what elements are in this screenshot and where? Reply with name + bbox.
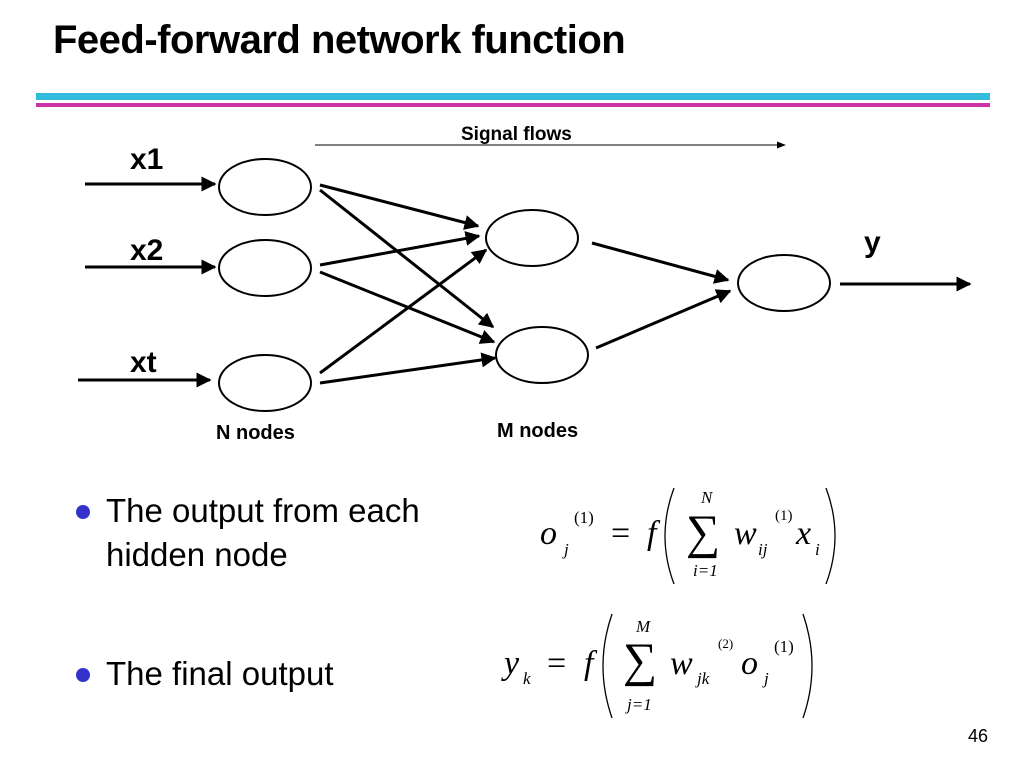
eq-equals: = <box>611 515 631 552</box>
output-label-y: y <box>864 226 881 259</box>
eq-hidden-var: o <box>741 645 758 682</box>
title-underline-pink <box>36 103 990 107</box>
input-label-x2: x2 <box>130 234 164 267</box>
edge-inputt-hidden2 <box>319 352 497 385</box>
eq-lhs-var: o <box>540 515 557 552</box>
signal-flows-label: Signal flows <box>461 124 572 145</box>
bullet-hidden-output: The output from each hidden node <box>76 489 496 577</box>
n-nodes-label: N nodes <box>216 422 295 444</box>
eq-hidden-sub: j <box>764 669 769 688</box>
edge-input1-hidden1 <box>319 183 480 230</box>
eq-weight-sup: (2) <box>718 636 734 651</box>
hidden-paren-left <box>664 487 675 585</box>
input-label-xt: xt <box>130 346 157 379</box>
bullet-dot-icon <box>76 668 90 682</box>
hidden-paren-right <box>825 487 836 585</box>
sigma-icon: ∑ <box>686 506 721 559</box>
eq-lhs-var: y <box>504 645 520 682</box>
slide-title: Feed-forward network function <box>53 18 626 62</box>
eq-hidden-sup: (1) <box>774 637 794 656</box>
hidden-node-2 <box>495 326 589 384</box>
output-paren-left <box>602 613 613 719</box>
eq-weight-sub: jk <box>697 669 710 688</box>
bullet-text: The final output <box>106 655 334 692</box>
eq-input-sub: i <box>815 540 820 559</box>
eq-sum-upper: N <box>701 488 713 507</box>
input-node-1 <box>218 158 312 216</box>
m-nodes-label: M nodes <box>497 420 579 442</box>
sigma-icon: ∑ <box>623 634 658 687</box>
eq-lhs-sup: (1) <box>574 508 594 527</box>
eq-sum-lower: j=1 <box>627 695 652 714</box>
input-node-2 <box>218 239 312 297</box>
title-underline-blue <box>36 93 990 100</box>
bullet-text: The output from each hidden node <box>106 492 420 573</box>
eq-weight-sup: (1) <box>775 508 793 524</box>
edge-hidden2-output <box>595 289 732 350</box>
eq-lhs-sub: k <box>523 669 531 688</box>
edge-input2-hidden1 <box>319 231 481 267</box>
input-label-x1: x1 <box>130 143 164 176</box>
eq-lhs-sub: j <box>564 540 569 559</box>
eq-weight-sub: ij <box>758 540 768 559</box>
eq-sum-upper: M <box>636 617 651 636</box>
edge-hidden1-output <box>591 241 730 284</box>
bullet-dot-icon <box>76 505 90 519</box>
eq-func-f: f <box>647 515 657 552</box>
edge-inputt-hidden1 <box>319 248 488 375</box>
eq-input-var: x <box>796 515 812 552</box>
output-paren-right <box>802 613 813 719</box>
title-underline-gap <box>36 100 990 103</box>
eq-sum-lower: i=1 <box>693 561 718 580</box>
bullet-final-output: The final output <box>76 652 496 696</box>
page-number: 46 <box>967 726 988 746</box>
eq-equals: = <box>547 645 567 682</box>
eq-weight: w <box>670 645 693 682</box>
edge-input1-hidden2 <box>319 188 495 329</box>
input-node-t <box>218 354 312 412</box>
eq-func-f: f <box>584 645 594 682</box>
eq-weight: w <box>734 515 757 552</box>
hidden-node-1 <box>485 209 579 267</box>
output-node <box>737 254 831 312</box>
